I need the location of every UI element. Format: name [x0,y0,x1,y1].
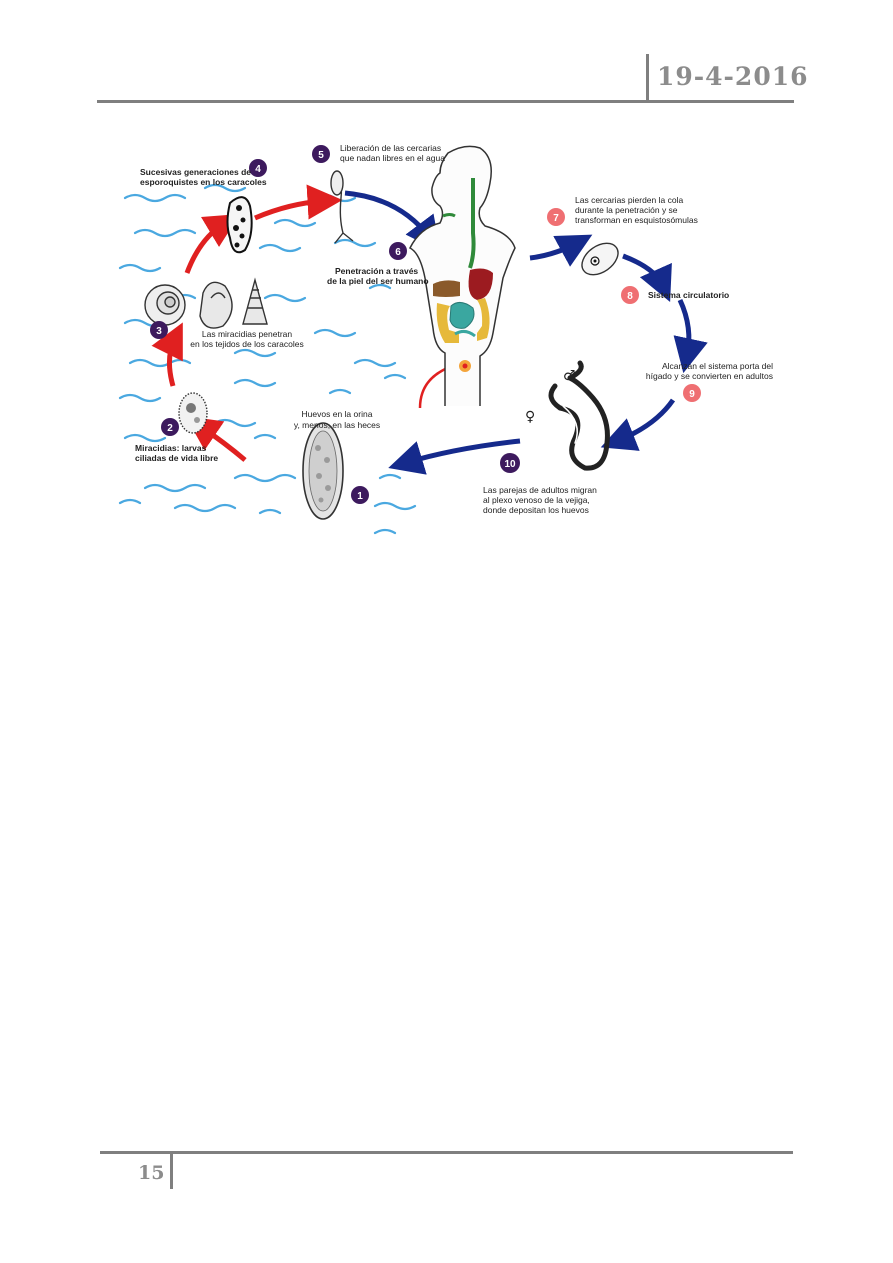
svg-text:Alcanzan el sistema porta del: Alcanzan el sistema porta del [662,361,773,371]
step-9-badge: 9 [683,384,701,402]
page-number: 15 [138,1162,165,1184]
svg-text:Miracidias: larvas: Miracidias: larvas [135,443,207,453]
svg-text:6: 6 [395,247,401,258]
female-symbol: ♀ [525,409,535,425]
adult-worms-illustration [548,360,610,471]
arrow-1-to-2 [185,416,247,462]
step-3-badge: 3 [150,321,168,339]
svg-text:al plexo venoso de la vejiga,: al plexo venoso de la vejiga, [483,495,590,505]
svg-text:Liberación de las cercarias: Liberación de las cercarias [340,143,441,153]
snails-illustration [144,277,268,329]
arrow-9-to-10 [600,398,676,451]
step-6-badge: 6 [389,242,407,260]
svg-text:hígado y se convierten en adul: hígado y se convierten en adultos [646,371,773,381]
svg-text:transforman en esquistosómulas: transforman en esquistosómulas [575,215,698,225]
svg-text:Sistema circulatorio: Sistema circulatorio [648,290,729,300]
schistosomulum-illustration [581,242,619,276]
schistosoma-life-cycle-diagram: ♂ ♀ 1 2 3 4 5 6 7 8 9 10 Huevos en la or… [115,138,795,538]
svg-text:1: 1 [357,491,363,502]
step-8-badge: 8 [621,286,639,304]
svg-text:Las parejas de adultos migran: Las parejas de adultos migran [483,485,597,495]
step-7-badge: 7 [547,208,565,226]
svg-text:Las miracidias penetran: Las miracidias penetran [202,329,293,339]
header-date: 19-4-2016 [657,62,809,91]
svg-text:en los tejidos de los caracole: en los tejidos de los caracoles [190,339,303,349]
step-2-badge: 2 [161,418,179,436]
header-divider [646,54,649,101]
step-1-label: Huevos en la orina y, menos, en las hece… [294,409,380,430]
arrow-3-to-4 [184,213,241,274]
step-2-label: Miracidias: larvas ciliadas de vida libr… [135,443,218,463]
svg-text:3: 3 [156,326,162,337]
svg-text:que nadan libres en el agua: que nadan libres en el agua [340,153,445,163]
svg-text:y, menos, en las heces: y, menos, en las heces [294,420,380,430]
svg-text:4: 4 [255,164,261,175]
egg-illustration [302,422,344,520]
cercaria-illustration [330,170,354,244]
step-5-badge: 5 [312,145,330,163]
step-4-badge: 4 [249,159,267,177]
sporocyst-illustration [226,196,253,254]
step-8-label: Sistema circulatorio [648,290,729,300]
svg-text:2: 2 [167,423,173,434]
step-5-label: Liberación de las cercarias que nadan li… [340,143,445,163]
step-7-label: Las cercarias pierden la cola durante la… [575,195,698,225]
svg-text:7: 7 [553,213,559,224]
arrow-8-to-9 [673,298,708,374]
arrow-5-to-6 [344,190,441,252]
svg-text:Penetración a través: Penetración a través [335,266,418,276]
svg-text:Huevos en la orina: Huevos en la orina [302,409,373,419]
step-1-badge: 1 [351,486,369,504]
svg-text:Las cercarias pierden la cola: Las cercarias pierden la cola [575,195,683,205]
life-cycle-svg: ♂ ♀ 1 2 3 4 5 6 7 8 9 10 Huevos en la or… [118,143,773,535]
svg-text:9: 9 [689,389,695,400]
step-9-label: Alcanzan el sistema porta del hígado y s… [646,361,773,381]
svg-text:Sucesivas generaciones de: Sucesivas generaciones de [140,167,251,177]
male-symbol: ♂ [563,368,576,384]
svg-text:esporoquistes en los caracoles: esporoquistes en los caracoles [140,177,267,187]
miracidium-illustration [178,392,208,434]
arrow-human-to-7 [529,234,593,267]
footer-rule [100,1151,793,1154]
step-4-label: Sucesivas generaciones de esporoquistes … [140,167,267,187]
arrow-10-to-1 [388,438,521,475]
water-waves [118,183,417,535]
svg-text:10: 10 [504,459,516,470]
svg-text:5: 5 [318,150,324,161]
arrow-4-to-5 [254,184,343,221]
step-3-label: Las miracidias penetran en los tejidos d… [190,329,303,349]
arrow-2-to-3 [151,322,183,387]
svg-text:8: 8 [627,291,633,302]
arrow-7-to-8 [622,253,672,302]
svg-text:donde depositan los huevos: donde depositan los huevos [483,505,589,515]
svg-text:de la piel del ser humano: de la piel del ser humano [327,276,429,286]
header-rule [97,100,794,103]
step-10-badge: 10 [500,453,520,473]
step-10-label: Las parejas de adultos migran al plexo v… [483,485,597,515]
svg-text:durante la penetración y se: durante la penetración y se [575,205,678,215]
human-figure [408,145,516,406]
step-6-label: Penetración a través de la piel del ser … [327,266,429,286]
footer-divider [170,1153,173,1189]
svg-text:ciliadas de vida libre: ciliadas de vida libre [135,453,218,463]
